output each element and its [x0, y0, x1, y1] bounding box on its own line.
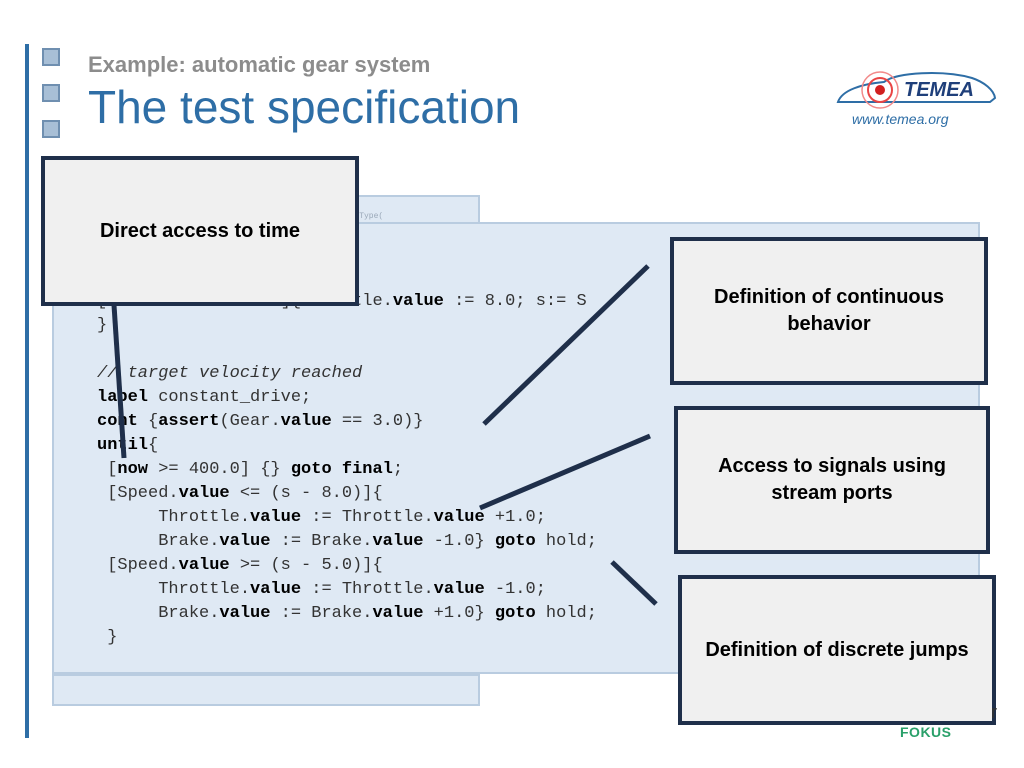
code-line-15: } — [97, 628, 118, 647]
fokus-logo: FOKUS — [900, 724, 952, 740]
callout-discrete-jumps: Definition of discrete jumps — [678, 575, 996, 725]
bullet-square-1 — [42, 48, 60, 66]
edge-letter: r — [991, 702, 997, 722]
callout-signals-stream-ports: Access to signals using stream ports — [674, 406, 990, 554]
car-outline-icon — [836, 72, 997, 103]
code-line-8: [now >= 400.0] {} goto final; — [97, 460, 404, 479]
code-line-10: Throttle.value := Throttle.value +1.0; — [97, 508, 546, 527]
slide-title: The test specification — [88, 81, 521, 133]
connector-time — [111, 304, 127, 459]
code-line-14: Brake.value := Brake.value +1.0} goto ho… — [97, 604, 597, 623]
left-accent-line — [25, 44, 29, 738]
code-line-9: [Speed.value <= (s - 8.0)]{ — [97, 484, 383, 503]
callout-continuous-behavior: Definition of continuous behavior — [670, 237, 988, 385]
code-panel-divider — [52, 674, 480, 676]
connector-signals — [479, 433, 651, 511]
ghost-code-text: raceType( — [340, 212, 384, 221]
bullet-square-2 — [42, 84, 60, 102]
code-line-11: Brake.value := Brake.value -1.0} goto ho… — [97, 532, 597, 551]
target-ring-mid — [867, 77, 893, 103]
connector-discrete — [610, 560, 658, 606]
logo-url: www.temea.org — [852, 111, 949, 127]
slide-subtitle: Example: automatic gear system — [88, 52, 431, 77]
logo-wordmark: TEMEA — [904, 79, 974, 101]
connector-continuous — [482, 264, 650, 426]
bullet-square-3 — [42, 120, 60, 138]
target-ring-inner — [875, 85, 885, 95]
code-line-6: cont {assert(Gear.value == 3.0)} — [97, 412, 424, 431]
temea-logo: TEMEA — [836, 71, 997, 109]
code-line-2: } — [97, 316, 108, 335]
target-ring-outer — [861, 71, 899, 109]
code-line-12: [Speed.value >= (s - 5.0)]{ — [97, 556, 383, 575]
code-line-4: // target velocity reached — [97, 364, 363, 383]
callout-direct-access-time: Direct access to time — [41, 156, 359, 306]
code-line-13: Throttle.value := Throttle.value -1.0; — [97, 580, 546, 599]
